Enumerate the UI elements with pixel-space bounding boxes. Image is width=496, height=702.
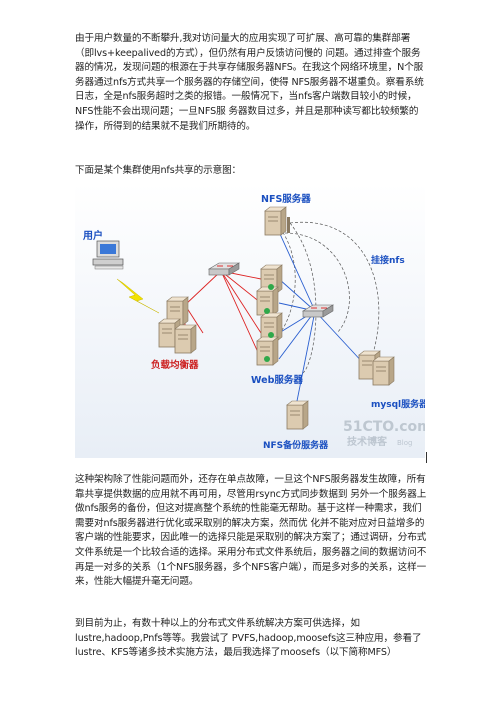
text-cursor <box>426 452 427 463</box>
watermark-site: 51CTO.com <box>343 419 425 435</box>
watermark-tag: Blog <box>397 439 412 447</box>
user-computer <box>92 240 124 270</box>
nfs-cluster-diagram: 用户 负载均衡器 NFS服务器 挂接nfs Web服务器 mysql服务器 <box>75 183 425 458</box>
nfs-server-icon <box>264 206 290 236</box>
web-servers <box>256 264 283 366</box>
mount-nfs-label: 挂接nfs <box>371 254 405 266</box>
mysql-label: mysql服务器 <box>371 398 425 410</box>
watermark-blog: 技术博客 <box>347 435 388 448</box>
load-balancer-label: 负载均衡器 <box>151 359 199 371</box>
nfs-backup-label: NFS备份服务器 <box>263 439 329 451</box>
architecture-paragraph: 这种架构除了性能问题而外，还存在单点故障，一旦这个NFS服务器发生故障，所有靠共… <box>75 474 427 588</box>
intro-paragraph: 由于用户数量的不断攀升,我对访问量大的应用实现了可扩展、高可靠的集群部署（即lv… <box>75 33 424 132</box>
nfs-backup-server <box>286 400 309 430</box>
user-label: 用户 <box>82 229 103 242</box>
nfs-server-label: NFS服务器 <box>261 193 311 205</box>
diagram-caption: 下面是某个集群使用nfs共享的示意图： <box>75 165 242 176</box>
web-servers-label: Web服务器 <box>251 374 303 386</box>
watermark-51cto: 51CTO.com 技术博客 Blog <box>343 419 425 448</box>
solutions-paragraph: 到目前为止，有数十种以上的分布式文件系统解决方案可供选择，如lustre,had… <box>75 618 422 659</box>
internet-bolt <box>116 278 160 314</box>
